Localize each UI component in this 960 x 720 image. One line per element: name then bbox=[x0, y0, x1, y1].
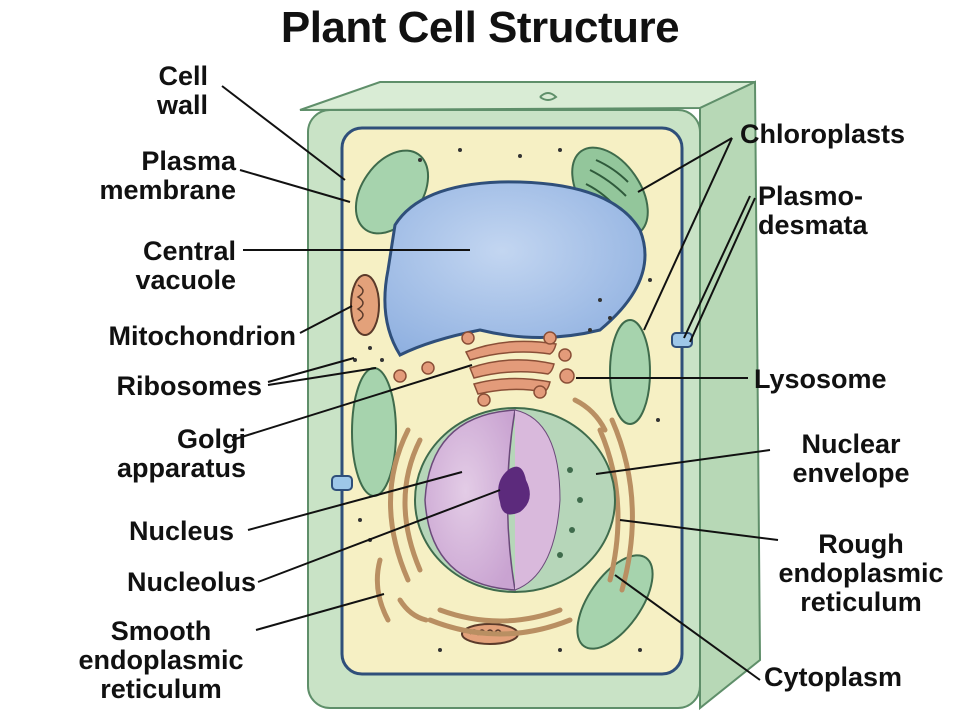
golgi-apparatus bbox=[393, 331, 572, 407]
plasmodesmata bbox=[331, 332, 693, 491]
label-cytoplasm: Cytoplasm bbox=[764, 662, 903, 692]
label-ribosomes: Ribosomes bbox=[116, 371, 262, 401]
label-lysosome: Lysosome bbox=[754, 364, 887, 394]
label-plasmodesmata: Plasmo-desmata bbox=[758, 181, 868, 240]
leader-lines bbox=[221, 85, 779, 681]
central-vacuole bbox=[383, 180, 647, 357]
label-nucleus: Nucleus bbox=[128, 516, 234, 546]
label-mitochondrion: Mitochondrion bbox=[108, 321, 296, 351]
diagram-title: Plant Cell Structure bbox=[280, 3, 680, 52]
ribosomes bbox=[353, 148, 660, 652]
endoplasmic-reticulum bbox=[374, 397, 635, 637]
lysosome bbox=[559, 368, 575, 384]
nucleus bbox=[414, 407, 616, 593]
mitochondrion bbox=[350, 274, 519, 645]
label-nucleolus: Nucleolus bbox=[126, 567, 256, 597]
label-chloroplasts: Chloroplasts bbox=[740, 119, 906, 149]
